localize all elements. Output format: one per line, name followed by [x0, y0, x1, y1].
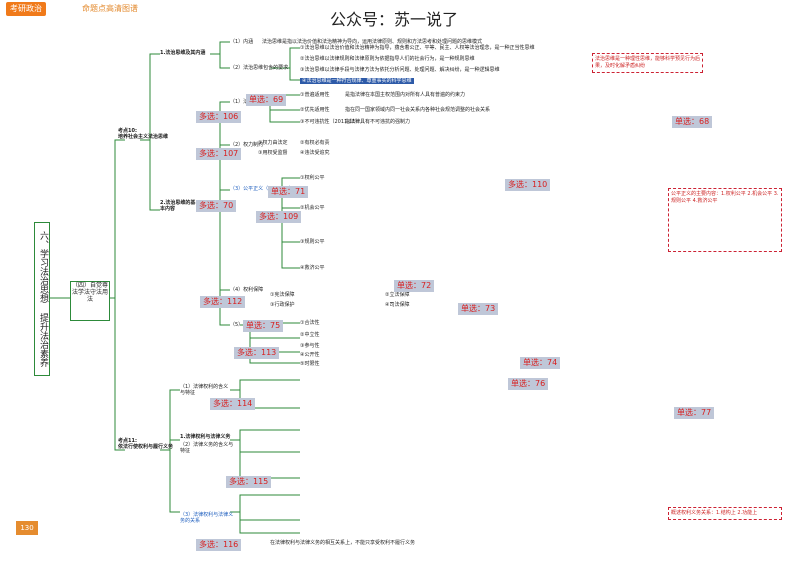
- rq-sub-2: ③不可违抗性（2011-11）: [300, 119, 361, 125]
- cx-item-2: ③参与性: [300, 343, 320, 349]
- gp-item-3: ④救济公平: [300, 265, 325, 271]
- choice-badge: 多选：109: [256, 211, 302, 223]
- ql-item-2: ③用权受监督: [258, 150, 288, 156]
- b2-item-3: （4）权利保障: [230, 287, 264, 293]
- page-title: 公众号：苏一说了: [330, 10, 459, 29]
- bz-item-1: ②立法保障: [385, 292, 410, 298]
- header-subtitle: 命题点高清图谱: [82, 4, 138, 13]
- cx-item-0: ①合法性: [300, 320, 320, 326]
- root-node: 六、学习法治思想 提升法治素养: [34, 222, 50, 376]
- kaodian-10: 考点10: 培养社会主义法治思维: [118, 128, 169, 140]
- gp-item-2: ③规则公平: [300, 239, 325, 245]
- zz-item-0: （1）法律权利的含义与特征: [180, 384, 229, 396]
- rq-text-2: 指法律具有不可违抗的强制力: [345, 119, 411, 125]
- cx-item-3: ④公开性: [300, 352, 320, 358]
- line-mid-k11: [108, 297, 125, 451]
- rq-sub-0: ①普遍适用性: [300, 92, 330, 98]
- line-mid-k10: [108, 139, 125, 299]
- gp-item-0: ①权利公平: [300, 175, 325, 181]
- choice-badge: 单选：74: [520, 357, 561, 369]
- choice-badge: 多选：113: [234, 347, 280, 359]
- b1-text: 法治思维是指以法治价值和法治精神为导向，运用法律原则、规则和方法思考和处理问题的…: [262, 39, 483, 45]
- branch-3: 1.法律权利与法律义务: [180, 434, 231, 440]
- bottom-text: 在法律权利与法律义务的相互关系上，不能只享受权利不履行义务: [270, 540, 416, 546]
- bz-item-3: ④司法保障: [385, 302, 410, 308]
- b1-req-3: ④法治思维是一种符合规律、尊重事实的科学思维: [300, 78, 414, 84]
- choice-badge: 单选：76: [508, 378, 549, 390]
- gp-item-1: ②机会公平: [300, 205, 325, 211]
- cx-item-1: ②中立性: [300, 332, 320, 338]
- b1-req-2: ③法治思维以法律手段与法律方法为依托分析问题、处理问题、解决纠纷，是一种逻辑思维: [300, 67, 500, 73]
- note-fairness: 公平正义的主要内容：1.权利公平 2.机会公平 3.规则公平 4.救济公平: [668, 188, 782, 252]
- branch-2: 2.法治思维的基本内容: [160, 200, 196, 212]
- choice-badge: 单选：75: [243, 320, 284, 332]
- choice-badge: 单选：72: [394, 280, 435, 292]
- choice-badge: 单选：73: [458, 303, 499, 315]
- choice-badge: 多选：115: [226, 476, 272, 488]
- note-relation: 概述权利义务关系：1.结构上 2.功能上: [668, 507, 782, 520]
- choice-badge: 多选：70: [196, 200, 237, 212]
- choice-badge: 多选：107: [196, 148, 242, 160]
- note-rational: 法治思维是一种理性思维，能够科学预见行为后果，及时化解矛盾纠纷: [592, 53, 703, 73]
- ql-item-0: ①权力由法定: [258, 140, 288, 146]
- b1-req-0: ①法治思维以法治价值和法治精神为指导，蕴含着公正、平等、民主、人权等法治理念，是…: [300, 45, 535, 51]
- choice-badge: 多选：112: [200, 296, 246, 308]
- choice-badge: 多选：116: [196, 539, 242, 551]
- branch-1: 1.法治思维及其内涵: [160, 50, 206, 56]
- choice-badge: 单选：77: [674, 407, 715, 419]
- page-number: 130: [16, 521, 38, 535]
- choice-badge: 多选：106: [196, 111, 242, 123]
- rq-text-1: 指在同一国家领域内同一社会关系内各种社会规范调整的社会关系: [345, 107, 491, 113]
- choice-badge: 单选：71: [268, 186, 309, 198]
- ql-item-1: ②有权必有责: [300, 140, 330, 146]
- choice-badge: 多选：114: [210, 398, 256, 410]
- b2-item-2: （3）公平正义（2014-13）: [230, 186, 295, 192]
- ql-item-3: ④违法受追究: [300, 150, 330, 156]
- bz-item-2: ③行政保护: [270, 302, 295, 308]
- rq-sub-1: ②优先适用性: [300, 107, 330, 113]
- bz-item-0: ①宪法保障: [270, 292, 295, 298]
- brand-logo: 考研政治: [6, 2, 46, 16]
- zz-item-1: （2）法律义务的含义与特征: [180, 442, 234, 454]
- b2-item-1: （2）权力制约: [230, 142, 264, 148]
- zz-item-2: （3）法律权利与法律义务的关系: [180, 512, 234, 524]
- b1-req-1: ②法治思维以法律规则和法律原则为依据指导人们的社会行为，是一种规则思维: [300, 56, 475, 62]
- rq-text-0: 是指法律在本国主权范围内对所有人具有普遍的约束力: [345, 92, 466, 98]
- line-k10-b2: [140, 139, 160, 211]
- choice-badge: 单选：68: [672, 116, 713, 128]
- node-self-conscious-law: （四）自觉尊法学法守法用法: [70, 281, 110, 321]
- choice-badge: 多选：110: [505, 179, 551, 191]
- b1-item-0: （1）内涵: [230, 39, 254, 45]
- kaodian-11: 考点11: 依法行使权利与履行义务: [118, 438, 174, 450]
- choice-badge: 单选：69: [246, 94, 287, 106]
- cx-item-4: ⑤时限性: [300, 361, 320, 367]
- b1-item-1: （2）法治思维包含的要求: [230, 65, 289, 71]
